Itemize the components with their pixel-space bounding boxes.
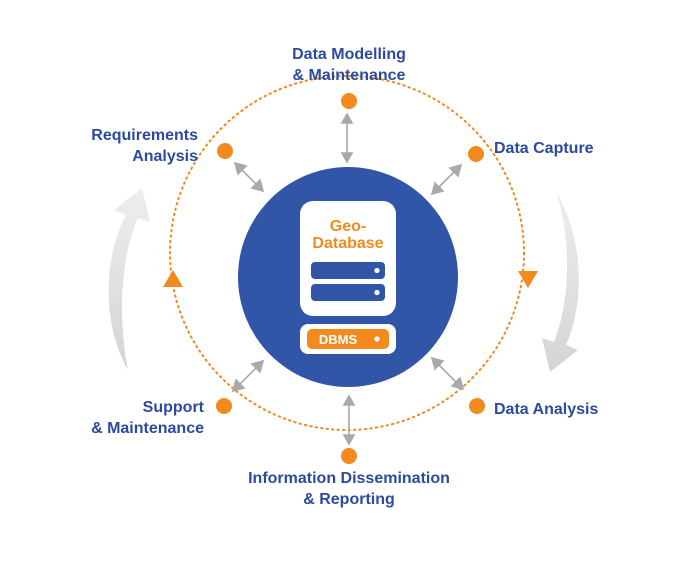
cycle-swoosh-left-arrow: [108, 188, 150, 370]
label-data-modelling-line2: & Maintenance: [292, 67, 406, 84]
double-arrow-bottom-left-icon: [231, 359, 265, 393]
cycle-swoosh-right-arrow: [542, 192, 579, 372]
label-support: Support & Maintenance: [44, 397, 204, 439]
dbms-label: DBMS: [319, 332, 358, 347]
node-data-analysis: [469, 398, 485, 414]
node-data-modelling: [341, 93, 357, 109]
label-data-analysis-line1: Data Analysis: [494, 401, 599, 418]
label-data-capture: Data Capture: [494, 138, 594, 159]
geo-database-title-line1: Geo-: [330, 218, 366, 235]
node-data-capture: [468, 146, 484, 162]
dbms-unit: DBMS: [300, 324, 396, 354]
label-data-analysis: Data Analysis: [494, 399, 598, 420]
direction-down-icon: [518, 271, 538, 288]
direction-up-icon: [163, 270, 183, 287]
label-requirements-line1: Requirements: [91, 127, 198, 144]
label-requirements: Requirements Analysis: [38, 125, 198, 167]
cycle-ring: [169, 75, 525, 431]
double-arrow-top-right-icon: [430, 163, 463, 196]
node-requirements: [217, 143, 233, 159]
label-dissemination: Information Dissemination & Reporting: [214, 468, 484, 510]
label-dissemination-line1: Information Dissemination: [248, 470, 450, 487]
geo-database-title-line2: Database: [312, 235, 383, 252]
geo-database-server-icon: Geo- Database: [300, 201, 396, 316]
server-drive-1-light: [374, 267, 380, 274]
label-data-modelling: Data Modelling & Maintenance: [249, 44, 449, 86]
server-drive-2: [311, 284, 385, 301]
label-support-line1: Support: [142, 399, 204, 416]
server-drive-2-light: [374, 289, 380, 296]
node-dissemination: [341, 448, 357, 464]
label-data-capture-line1: Data Capture: [494, 140, 594, 157]
server-drive-1: [311, 262, 385, 279]
double-arrow-bottom-icon: [342, 394, 356, 446]
double-arrow-bottom-right-icon: [430, 356, 465, 391]
dbms-indicator-light: [374, 336, 380, 342]
node-support: [216, 398, 232, 414]
label-data-modelling-line1: Data Modelling: [292, 46, 406, 63]
label-support-line2: & Maintenance: [91, 420, 204, 437]
double-arrow-top-icon: [340, 112, 354, 164]
double-arrow-top-left-icon: [233, 161, 265, 193]
label-requirements-line2: Analysis: [132, 148, 198, 165]
label-dissemination-line2: & Reporting: [303, 491, 395, 508]
